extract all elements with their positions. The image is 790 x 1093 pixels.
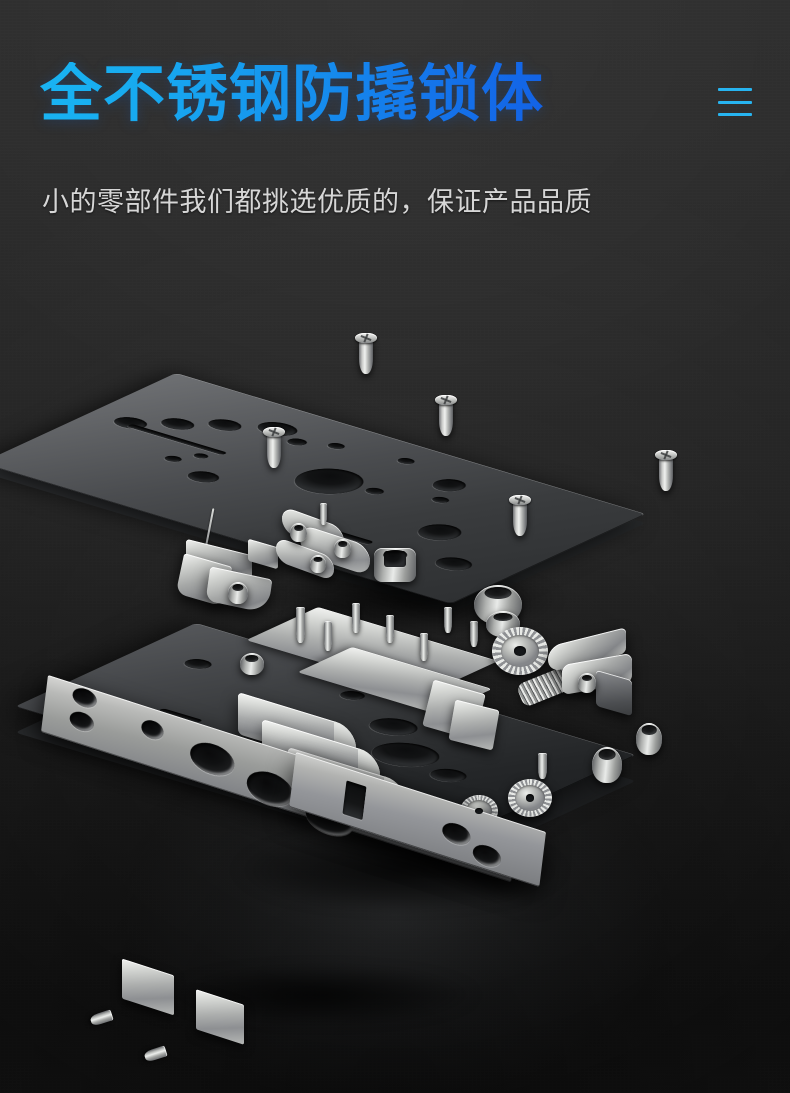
housing-bushing — [636, 723, 662, 755]
screw-head — [263, 427, 285, 437]
plate-hole — [409, 521, 470, 544]
plate-hole — [428, 554, 479, 574]
mounting-screw — [355, 333, 377, 374]
product-exploded-view — [0, 255, 790, 1093]
guide-pin — [386, 615, 394, 643]
page-title: 全不锈钢防撬锁体 — [40, 60, 545, 129]
guide-pin — [538, 753, 547, 779]
plate-hole — [394, 456, 418, 466]
plate-hole — [426, 476, 473, 494]
faceplate-cutout — [245, 765, 295, 812]
plate-hole — [428, 495, 453, 505]
latch-pivot — [578, 673, 596, 693]
plate-hole — [281, 463, 378, 500]
lever-pivot-bushing — [228, 582, 248, 604]
header-section: 全不锈钢防撬锁体 小的零部件我们都挑选优质的，保证产品品质 — [0, 0, 790, 262]
screw-head — [355, 333, 377, 343]
housing-hole — [360, 714, 427, 739]
idler-gear — [508, 779, 552, 817]
guide-pin — [470, 621, 478, 647]
page-subtitle: 小的零部件我们都挑选优质的，保证产品品质 — [42, 187, 592, 217]
housing-hole — [423, 766, 474, 785]
mounting-screw — [655, 450, 677, 491]
screw-head — [655, 450, 677, 460]
hamburger-menu-icon — [718, 113, 752, 116]
screw-shank — [513, 502, 527, 536]
screw-shank — [267, 434, 281, 468]
housing-hole — [179, 657, 217, 671]
hamburger-menu-icon — [718, 88, 752, 91]
plate-hole — [283, 437, 311, 447]
faceplate-screw-hole — [140, 717, 165, 743]
plate-hole — [161, 454, 185, 464]
spindle-square-hole — [384, 551, 406, 567]
faceplate-cutout — [188, 737, 237, 781]
mounting-screw — [263, 427, 285, 468]
guide-pin — [420, 633, 428, 661]
screw-head — [435, 395, 457, 405]
screw-shank — [359, 340, 373, 374]
plate-hole — [362, 486, 388, 496]
plate-hole — [155, 415, 201, 433]
faceplate-pin — [143, 1045, 168, 1063]
plate-hole — [191, 452, 211, 460]
hamburger-menu-icon — [718, 100, 752, 104]
strike-slot — [342, 780, 367, 821]
faceplate-pin — [89, 1009, 114, 1027]
plate-hole — [181, 469, 225, 485]
screw-shank — [659, 457, 673, 491]
housing-bushing — [592, 747, 622, 783]
guide-pin — [296, 607, 305, 643]
link-bushing — [290, 523, 307, 542]
strike-hole — [471, 841, 503, 871]
faceplate-screw-hole — [71, 685, 98, 711]
plate-hole — [324, 441, 348, 451]
screw-head — [509, 495, 531, 505]
hamburger-menu-button[interactable] — [716, 84, 756, 120]
faceplate-screw-hole — [68, 708, 95, 735]
faceplate-tab — [196, 989, 244, 1045]
guide-pin — [324, 621, 332, 651]
mounting-screw — [435, 395, 457, 436]
mounting-screw — [509, 495, 531, 536]
link-bushing — [310, 555, 326, 573]
drive-gear — [492, 627, 548, 675]
plate-hole — [202, 416, 248, 434]
guide-pin — [352, 603, 360, 633]
link-bushing — [334, 539, 351, 558]
guide-pin — [444, 607, 452, 633]
faceplate-tab — [122, 958, 174, 1016]
link-pin — [320, 503, 327, 525]
screw-shank — [439, 402, 453, 436]
strike-hole — [441, 819, 472, 849]
housing-bushing — [240, 653, 264, 675]
